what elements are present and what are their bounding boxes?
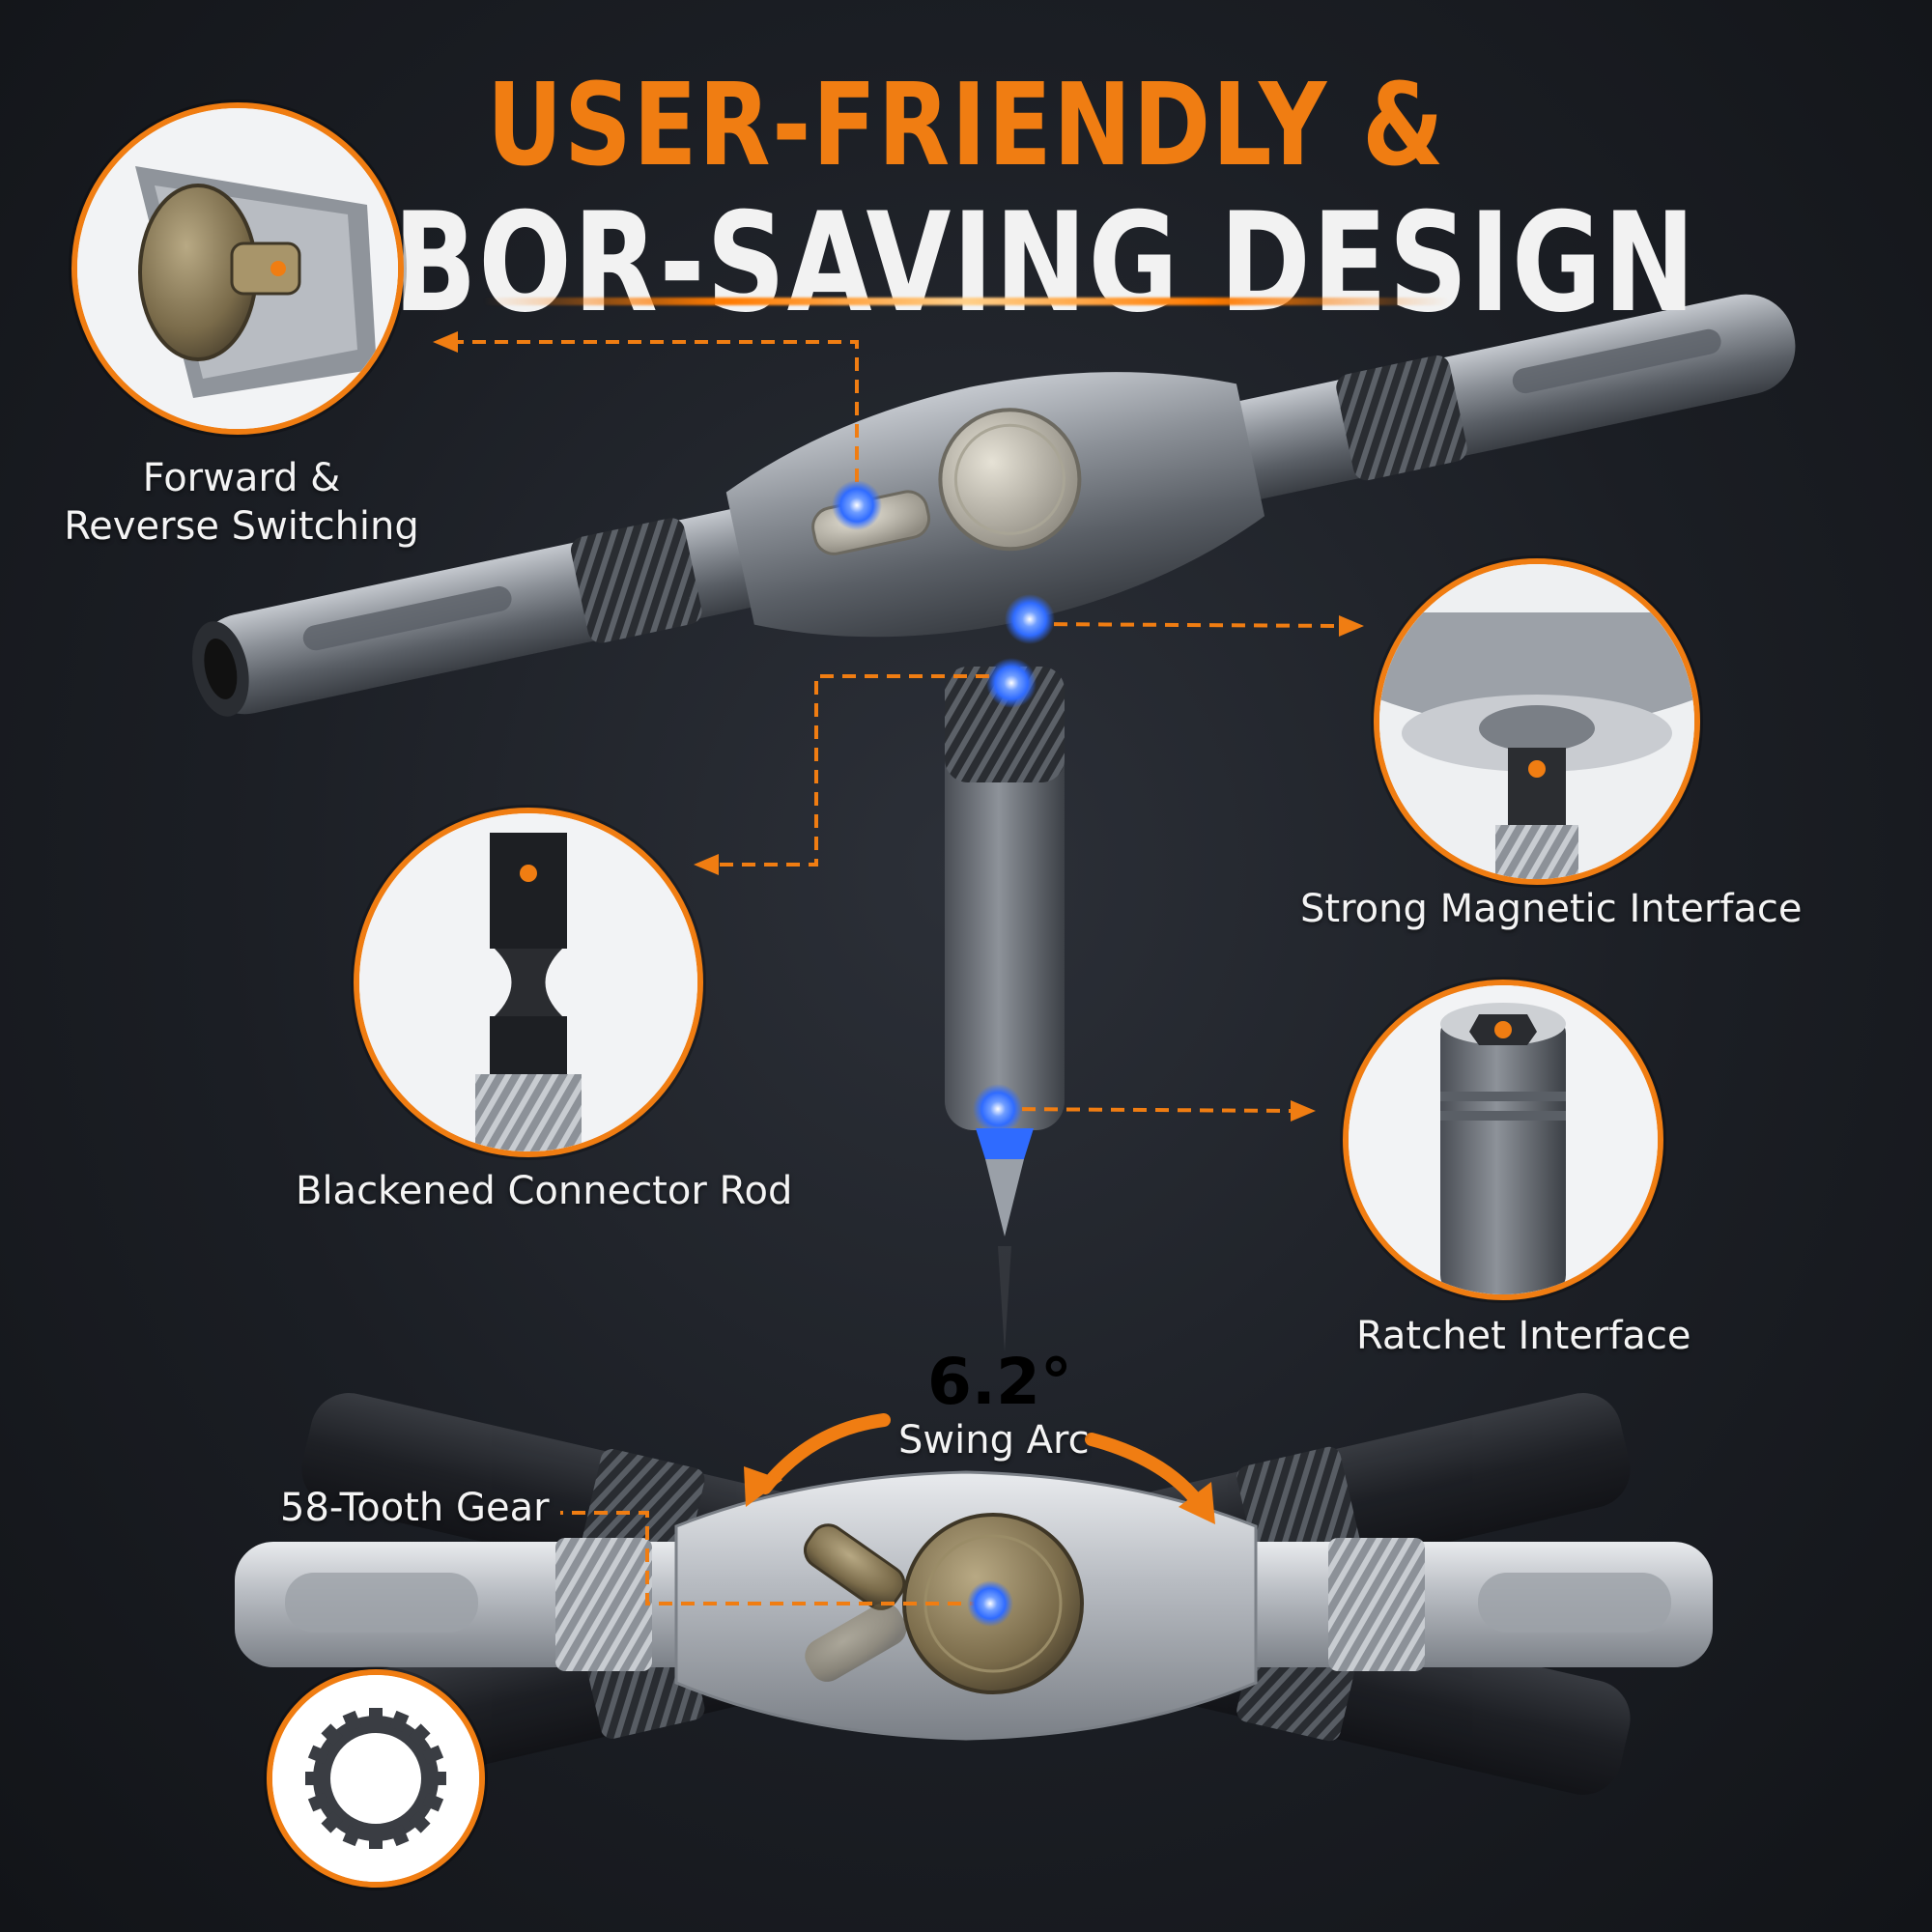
- swing-degrees: 6.2°: [927, 1345, 1072, 1419]
- gear-tooth: [408, 1723, 431, 1747]
- gear-label: 58-Tooth Gear: [280, 1486, 550, 1530]
- hex-rod-icon: [354, 808, 703, 1157]
- gear-tooth: [369, 1708, 383, 1725]
- gear-tooth: [307, 1792, 329, 1812]
- gear-tooth: [369, 1832, 383, 1849]
- swing-arc-arrows: [758, 1413, 1205, 1509]
- forward-reverse-label: Forward & Reverse Switching: [58, 454, 425, 551]
- gear-tooth: [305, 1772, 323, 1785]
- blue-markers: [832, 480, 1055, 1627]
- magnet-socket-icon: [1374, 558, 1700, 885]
- gear-tooth: [389, 1710, 410, 1732]
- ratchet-interface-label: Ratchet Interface: [1356, 1314, 1691, 1358]
- gear-icon: [267, 1669, 485, 1888]
- t-handle-stem: [945, 667, 1065, 1352]
- gear-tooth: [389, 1825, 410, 1847]
- gear-tooth: [429, 1772, 446, 1785]
- leader-lines: [454, 340, 1344, 1605]
- t-handle-top: [192, 294, 1796, 717]
- gear-tooth: [321, 1723, 344, 1747]
- gear-tooth: [422, 1792, 444, 1812]
- forward-reverse-line-2: Reverse Switching: [64, 504, 419, 549]
- headline-line-1: USER-FRIENDLY &: [486, 58, 1446, 191]
- connector-rod-label: Blackened Connector Rod: [296, 1169, 793, 1213]
- swing-arc-label: Swing Arc: [898, 1418, 1090, 1463]
- gear-tooth: [342, 1710, 362, 1732]
- gear-tooth: [307, 1745, 329, 1765]
- headline-underline: [483, 298, 1449, 305]
- headline-line-2: LABOR-SAVING DESIGN: [235, 184, 1697, 343]
- switch-lever-icon: [71, 102, 404, 435]
- gear-tooth: [422, 1745, 444, 1765]
- forward-reverse-line-1: Forward &: [142, 456, 341, 500]
- ratchet-swing-view: [235, 1393, 1713, 1795]
- gear-tooth: [408, 1810, 431, 1833]
- gear-tooth: [321, 1810, 344, 1833]
- hex-socket-icon: [1343, 980, 1663, 1300]
- magnetic-interface-label: Strong Magnetic Interface: [1300, 887, 1803, 931]
- gear-tooth: [342, 1825, 362, 1847]
